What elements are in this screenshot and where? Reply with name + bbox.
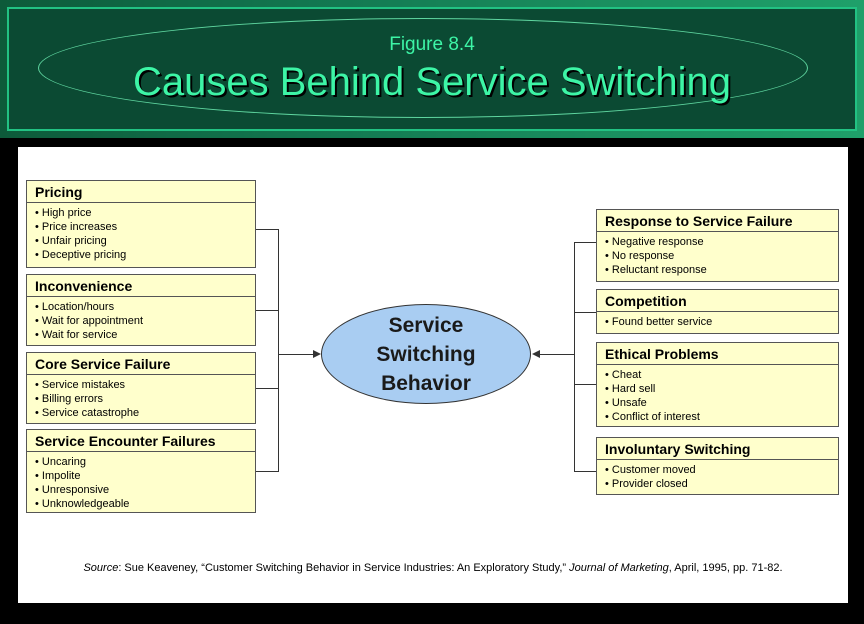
connector-line	[540, 354, 574, 355]
page-title: Causes Behind Service Switching	[132, 60, 732, 104]
list-item: Reluctant response	[605, 263, 838, 277]
connector-line	[278, 229, 279, 472]
source-text: : Sue Keaveney, “Customer Switching Beha…	[118, 562, 570, 574]
source-text: , April, 1995, pp. 71-82.	[668, 562, 783, 574]
list-item: Price increases	[35, 220, 255, 234]
list-item: Unsafe	[605, 396, 838, 410]
footer-publisher: McGraw-Hill/Irwin	[18, 611, 97, 622]
box-title: Response to Service Failure	[597, 210, 838, 232]
box-title: Inconvenience	[27, 275, 255, 297]
list-item: Unfair pricing	[35, 234, 255, 248]
header-ellipse	[38, 18, 808, 118]
list-item: Negative response	[605, 235, 838, 249]
list-item: Location/hours	[35, 300, 255, 314]
list-item: Cheat	[605, 368, 838, 382]
list-item: Impolite	[35, 469, 255, 483]
header-band: Figure 8.4 Causes Behind Service Switchi…	[0, 0, 864, 138]
box-pricing: Pricing High price Price increases Unfai…	[26, 180, 256, 268]
box-core-service-failure: Core Service Failure Service mistakes Bi…	[26, 352, 256, 424]
list-item: Service catastrophe	[35, 406, 255, 420]
arrow-left-icon	[532, 350, 540, 358]
source-journal: Journal of Marketing	[569, 562, 669, 574]
list-item: High price	[35, 206, 255, 220]
figure-label: Figure 8.4	[389, 34, 475, 55]
list-item: Conflict of interest	[605, 410, 838, 424]
connector-line	[574, 471, 596, 472]
center-label: Service Switching Behavior	[346, 311, 506, 398]
box-title: Pricing	[27, 181, 255, 203]
list-item: Unresponsive	[35, 483, 255, 497]
arrow-right-icon	[313, 350, 321, 358]
connector-line	[278, 354, 314, 355]
list-item: Wait for service	[35, 328, 255, 342]
box-title: Core Service Failure	[27, 353, 255, 375]
box-response-to-service-failure: Response to Service Failure Negative res…	[596, 209, 839, 282]
box-title: Service Encounter Failures	[27, 430, 255, 452]
list-item: Customer moved	[605, 463, 838, 477]
connector-line	[256, 388, 278, 389]
list-item: Wait for appointment	[35, 314, 255, 328]
center-line: Switching	[376, 342, 476, 366]
connector-line	[256, 471, 278, 472]
list-item: Billing errors	[35, 392, 255, 406]
list-item: Uncaring	[35, 455, 255, 469]
connector-line	[256, 310, 278, 311]
list-item: Found better service	[605, 315, 838, 329]
connector-line	[574, 312, 596, 313]
center-line: Service	[388, 313, 464, 337]
list-item: Provider closed	[605, 477, 838, 491]
box-title: Involuntary Switching	[597, 438, 838, 460]
box-service-encounter-failures: Service Encounter Failures Uncaring Impo…	[26, 429, 256, 513]
connector-line	[574, 242, 596, 243]
source-label: Source	[83, 562, 119, 574]
source-citation: Source: Sue Keaveney, “Customer Switchin…	[18, 562, 848, 574]
list-item: Service mistakes	[35, 378, 255, 392]
connector-line	[256, 229, 278, 230]
center-node: Service Switching Behavior	[321, 304, 531, 404]
list-item: Hard sell	[605, 382, 838, 396]
box-inconvenience: Inconvenience Location/hours Wait for ap…	[26, 274, 256, 346]
list-item: Unknowledgeable	[35, 497, 255, 511]
box-title: Competition	[597, 290, 838, 312]
center-line: Behavior	[381, 371, 471, 395]
footer-copyright: © 2006 The McGraw-Hill Companies, Inc. A…	[590, 611, 842, 622]
box-involuntary-switching: Involuntary Switching Customer moved Pro…	[596, 437, 839, 495]
box-competition: Competition Found better service	[596, 289, 839, 334]
connector-line	[574, 242, 575, 472]
connector-line	[574, 384, 596, 385]
box-title: Ethical Problems	[597, 343, 838, 365]
list-item: No response	[605, 249, 838, 263]
box-ethical-problems: Ethical Problems Cheat Hard sell Unsafe …	[596, 342, 839, 427]
list-item: Deceptive pricing	[35, 248, 255, 262]
